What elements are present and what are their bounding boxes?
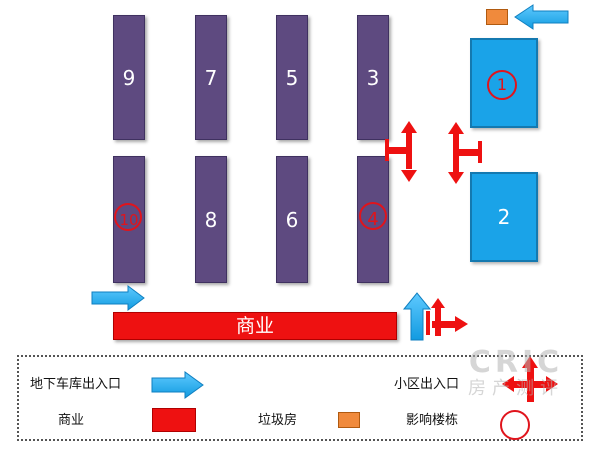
legend-garage-arrow (151, 371, 204, 399)
legend-commerce-label: 商业 (58, 413, 85, 428)
building-7: 7 (195, 15, 227, 140)
building-9-label: 9 (122, 65, 136, 90)
commerce-label: 商业 (235, 315, 274, 337)
legend-affected-label: 影响楼栋 (406, 413, 459, 428)
legend-box (17, 355, 583, 441)
community-entrance-arrow-2 (448, 122, 482, 184)
commerce-strip: 商业 (113, 312, 397, 340)
legend-garbage-swatch (338, 412, 360, 428)
building-3-label: 3 (366, 65, 380, 90)
garage-arrow-left (91, 285, 145, 311)
building-1: 1 (470, 38, 538, 128)
legend-entrance-arrow (502, 356, 558, 402)
watermark-bottom: 房产测评 (468, 378, 564, 399)
building-9: 9 (113, 15, 145, 140)
garbage-room (486, 9, 508, 25)
watermark-top: CRIC (468, 345, 564, 380)
community-entrance-arrow-3 (426, 298, 468, 336)
legend-garage-label: 地下车库出入口 (30, 377, 122, 392)
legend-affected-circle (500, 410, 530, 440)
affected-circle-4 (359, 202, 387, 230)
building-2: 2 (470, 172, 538, 262)
affected-circle-10 (114, 203, 142, 231)
legend-garbage-label: 垃圾房 (258, 413, 298, 428)
building-2-label: 2 (497, 205, 511, 229)
building-6-label: 6 (285, 207, 299, 232)
building-7-label: 7 (204, 65, 218, 90)
garage-arrow-up (402, 292, 432, 341)
building-6: 6 (276, 156, 308, 283)
community-entrance-arrow-1 (385, 121, 417, 182)
building-1-label: 1 (496, 75, 508, 94)
building-8-label: 8 (204, 207, 218, 232)
garage-arrow-top-right (514, 4, 569, 30)
legend-entrance-label: 小区出入口 (394, 377, 460, 392)
watermark: CRIC 房产测评 (446, 348, 586, 400)
affected-circle-1 (487, 70, 517, 100)
building-3: 3 (357, 15, 389, 140)
building-8: 8 (195, 156, 227, 283)
building-5-label: 5 (285, 65, 299, 90)
building-5: 5 (276, 15, 308, 140)
legend-commerce-swatch (152, 408, 196, 432)
